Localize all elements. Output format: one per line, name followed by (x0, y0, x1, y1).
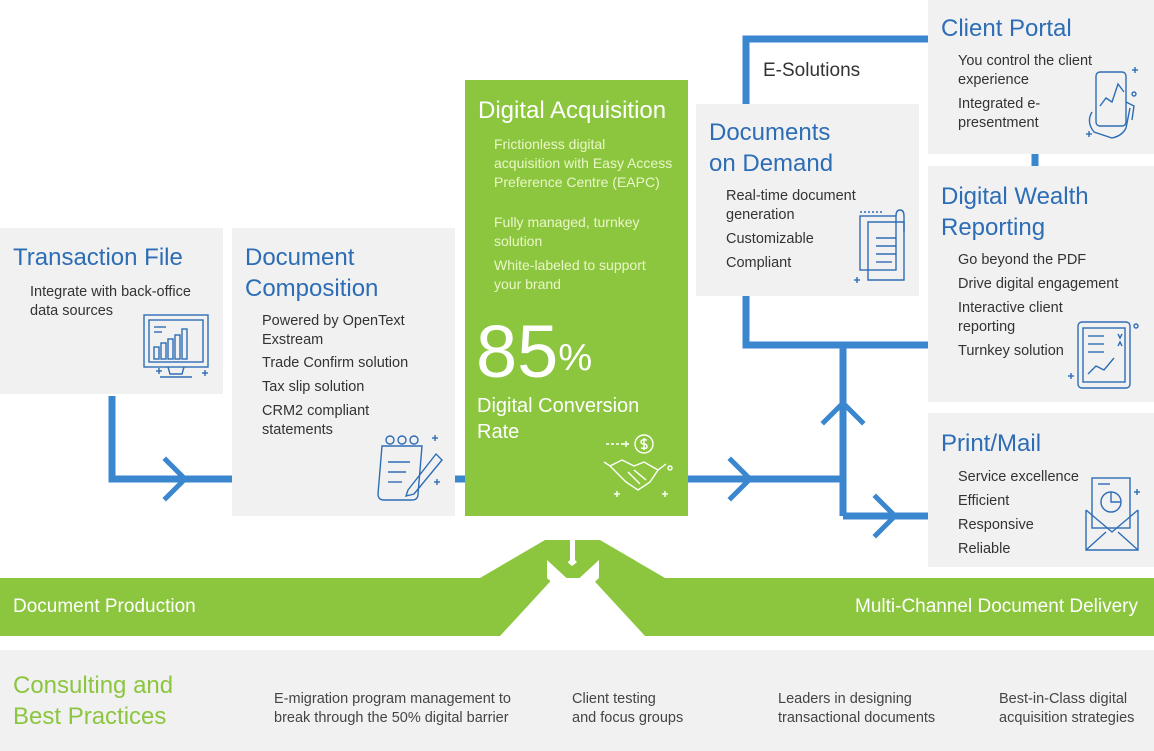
documents-on-demand-box (696, 104, 919, 296)
digital-wealth-reporting-item: Turnkey solution (958, 343, 1064, 359)
digital-wealth-reporting-title-line1: Digital Wealth (941, 183, 1089, 210)
consulting-item-line: and focus groups (572, 710, 684, 726)
arrow-right-3 (872, 493, 899, 539)
documents-on-demand-title-line2: on Demand (709, 150, 834, 177)
print-mail-item: Service excellence (958, 469, 1079, 485)
consulting-item-line: break through the 50% digital barrier (274, 710, 509, 726)
client-portal-title: Client Portal (941, 15, 1072, 42)
print-mail-item: Efficient (958, 493, 1010, 509)
document-composition-item: Tax slip solution (262, 379, 365, 395)
consulting-item-line: transactional documents (778, 710, 936, 726)
digital-wealth-reporting-item: Interactive client reporting (958, 300, 1063, 335)
consulting-title-line1: Consulting and (13, 672, 174, 699)
print-mail-item: Reliable (958, 541, 1011, 557)
digital-wealth-reporting-title-line2: Reporting (941, 214, 1046, 241)
digital-acquisition-item: White-labeled to support your brand (494, 257, 646, 292)
document-composition-item: Trade Confirm solution (262, 355, 409, 371)
digital-wealth-reporting-box (928, 166, 1154, 402)
arrow-right-1 (162, 456, 189, 502)
e-solutions-label: E-Solutions (763, 60, 861, 81)
flow-line-upper (742, 296, 928, 349)
consulting-item-line: Leaders in designing (778, 691, 912, 707)
document-composition-title-line2: Composition (245, 275, 379, 302)
documents-on-demand-title-line1: Documents (709, 119, 831, 146)
monitor-bar-chart-icon (143, 314, 209, 378)
banner-document-production: Document Production (13, 596, 196, 617)
arrow-up (820, 399, 866, 426)
client-portal-item: Integrated e-presentment (958, 96, 1041, 131)
digital-acquisition-item: Fully managed, turnkey solution (494, 214, 640, 249)
consulting-item-line: acquisition strategies (999, 710, 1135, 726)
documents-on-demand-item: Real-time document generation (726, 188, 856, 223)
banner-chevron (0, 540, 1154, 636)
digital-wealth-reporting-item: Drive digital engagement (958, 276, 1119, 292)
banner-notch (547, 560, 599, 602)
hand-phone-chart-icon (1086, 67, 1138, 139)
client-portal-item: You control the client experience (958, 53, 1093, 88)
print-mail-title: Print/Mail (941, 430, 1042, 457)
transaction-file-title: Transaction File (13, 244, 183, 271)
document-composition-item: CRM2 compliant statements (262, 403, 370, 438)
digital-acquisition-title: Digital Acquisition (478, 97, 667, 124)
consulting-section (0, 650, 1154, 751)
consulting-item-line: Client testing (572, 691, 656, 707)
conversion-rate-label-line2: Rate (477, 421, 520, 443)
digital-wealth-reporting-item: Go beyond the PDF (958, 252, 1087, 268)
document-composition-item: Powered by OpenText Exstream (262, 313, 405, 348)
banner-multi-channel-delivery: Multi-Channel Document Delivery (855, 596, 1138, 617)
print-mail-item: Responsive (958, 517, 1034, 533)
client-portal-box (928, 0, 1154, 154)
arrow-right-2 (727, 456, 754, 502)
documents-on-demand-item: Customizable (726, 231, 814, 247)
document-composition-title-line1: Document (245, 244, 355, 271)
flow-line-esolutions (742, 35, 928, 104)
consulting-item-line: E-migration program management to (274, 691, 511, 707)
document-stack-icon (854, 209, 905, 283)
transaction-file-item: Integrate with back-office data sources (30, 284, 191, 319)
flow-line-transaction (108, 396, 232, 483)
conversion-rate-label-line1: Digital Conversion (477, 395, 640, 417)
document-composition-box (232, 228, 455, 516)
conversion-rate-value: 85% (476, 310, 593, 393)
consulting-title-line2: Best Practices (13, 703, 167, 730)
consulting-item-line: Best-in-Class digital (999, 691, 1128, 707)
digital-acquisition-box (465, 80, 688, 516)
handshake-dollar-icon (603, 434, 673, 497)
digital-acquisition-item: Frictionless digital acquisition with Ea… (494, 136, 673, 190)
print-mail-box (928, 413, 1154, 567)
documents-on-demand-item: Compliant (726, 255, 792, 271)
tablet-report-icon (1068, 321, 1139, 389)
notepad-pen-icon (377, 435, 443, 501)
envelope-letter-icon (1085, 477, 1140, 551)
